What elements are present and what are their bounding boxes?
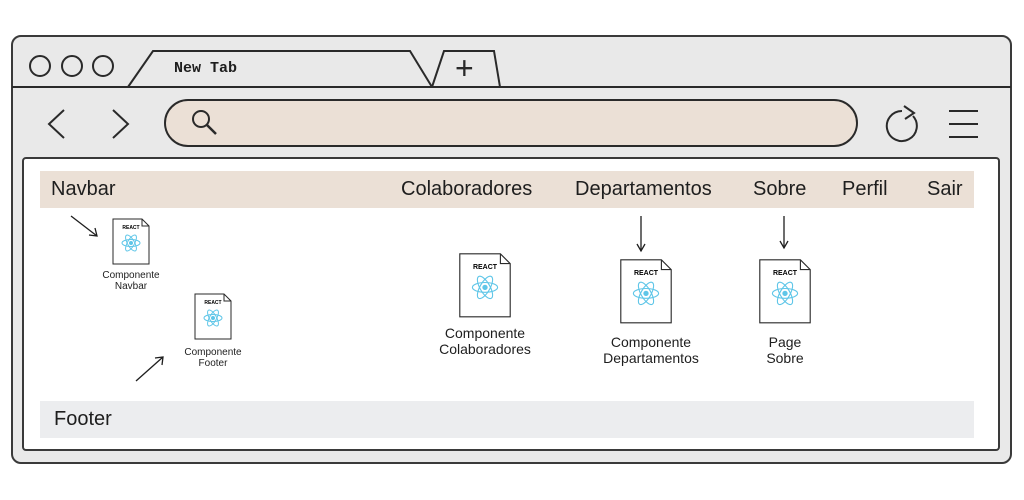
react-file-icon: REACT [620, 259, 672, 324]
tab-new-tab[interactable]: New Tab [174, 60, 238, 77]
react-logo-icon [121, 234, 141, 252]
nav-item-sobre[interactable]: Sobre [753, 178, 807, 200]
react-badge: REACT [473, 264, 498, 271]
arrow-sobre [779, 216, 789, 250]
react-logo-icon [471, 275, 499, 300]
react-file-icon: REACT [194, 293, 232, 340]
forward-arrow-icon[interactable] [112, 109, 130, 139]
nav-item-departamentos[interactable]: Departamentos [575, 178, 712, 200]
back-arrow-icon[interactable] [47, 109, 65, 139]
react-badge: REACT [122, 225, 139, 231]
navbar [40, 171, 974, 208]
react-badge: REACT [634, 270, 659, 277]
footer-title: Footer [54, 408, 112, 430]
react-file-icon: REACT [759, 259, 811, 324]
window-control-icon[interactable] [29, 55, 114, 77]
nav-item-perfil[interactable]: Perfil [842, 178, 888, 200]
react-file-icon: REACT [459, 253, 511, 318]
address-input[interactable] [228, 108, 832, 140]
react-file-icon: REACT [112, 218, 150, 265]
new-tab-outline [431, 50, 501, 88]
nav-item-sair[interactable]: Sair [927, 178, 963, 200]
react-badge: REACT [773, 270, 798, 277]
reload-icon[interactable] [885, 105, 918, 142]
search-icon [192, 110, 217, 135]
arrow-footer [135, 356, 164, 382]
navbar-title: Navbar [51, 178, 116, 200]
arrow-navbar [70, 215, 98, 237]
tab-new-tab-outline [127, 50, 433, 88]
react-badge: REACT [204, 300, 221, 306]
menu-icon[interactable] [949, 110, 978, 138]
nav-item-colaboradores[interactable]: Colaboradores [401, 178, 533, 200]
react-logo-icon [632, 281, 660, 306]
arrow-departamentos [636, 216, 646, 253]
footer [40, 401, 974, 438]
react-logo-icon [771, 281, 799, 306]
plus-icon[interactable]: + [455, 50, 474, 86]
react-logo-icon [203, 309, 223, 327]
